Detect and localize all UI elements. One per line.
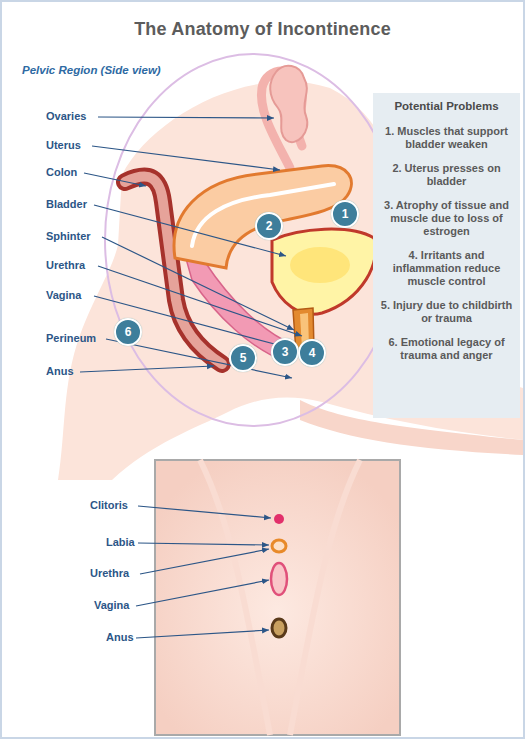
external-contour xyxy=(200,460,360,735)
bladder-fill xyxy=(290,247,350,283)
part-label: Sphinter xyxy=(46,230,91,243)
body-silhouette xyxy=(58,81,523,480)
part-label: Anus xyxy=(106,631,134,644)
leader-line xyxy=(94,296,282,346)
problem-item: 6. Emotional legacy of trauma and anger xyxy=(377,336,516,362)
callout-number: 1 xyxy=(342,207,349,221)
leader-group xyxy=(80,117,302,638)
leader-line xyxy=(136,580,269,606)
callout-circle: 1 xyxy=(331,200,359,228)
part-label: Perineum xyxy=(46,332,96,345)
leader-line xyxy=(102,237,294,330)
problem-item: 2. Uterus presses on bladder xyxy=(377,162,516,188)
leader-line xyxy=(80,366,214,372)
diagram-title: The Anatomy of Incontinence xyxy=(0,19,525,40)
ovary xyxy=(270,66,307,142)
fallopian-tube xyxy=(261,71,302,168)
urethral-opening xyxy=(272,540,286,552)
leader-line xyxy=(94,205,286,256)
problem-item: 3. Atrophy of tissue and muscle due to l… xyxy=(377,199,516,238)
part-label: Clitoris xyxy=(90,499,128,512)
callout-number: 2 xyxy=(266,219,273,233)
part-label: Urethra xyxy=(90,567,129,580)
part-label: Vagina xyxy=(94,599,129,612)
callout-number: 6 xyxy=(125,325,132,339)
callout-circle: 2 xyxy=(255,212,283,240)
bladder xyxy=(272,229,376,314)
callout-circle: 3 xyxy=(271,338,299,366)
external-view-panel xyxy=(155,460,400,735)
pelvic-ellipse xyxy=(105,54,401,426)
part-label: Urethra xyxy=(46,259,85,272)
callout-number: 4 xyxy=(309,346,316,360)
callout-circle: 4 xyxy=(298,339,326,367)
part-label: Anus xyxy=(46,365,74,378)
leader-line xyxy=(138,543,269,545)
leader-line xyxy=(98,117,274,118)
leader-line xyxy=(84,173,146,186)
problem-item: 5. Injury due to childbirth or trauma xyxy=(377,299,516,325)
leader-line xyxy=(140,549,269,574)
clitoris-dot xyxy=(274,514,284,524)
problems-panel: Potential Problems 1. Muscles that suppor… xyxy=(373,93,520,418)
part-label: Labia xyxy=(106,536,135,549)
anus-ring xyxy=(272,619,286,637)
leader-line xyxy=(138,506,271,518)
leader-line xyxy=(106,339,292,378)
vaginal-opening xyxy=(271,563,287,595)
callout-circle: 6 xyxy=(114,318,142,346)
callout-number: 3 xyxy=(282,345,289,359)
part-label: Bladder xyxy=(46,198,87,211)
panel-heading: Potential Problems xyxy=(377,99,516,113)
part-label: Vagina xyxy=(46,289,81,302)
callout-number: 5 xyxy=(240,351,247,365)
callout-circle: 5 xyxy=(229,344,257,372)
problem-item: 4. Irritants and inflammation reduce mus… xyxy=(377,249,516,288)
leader-line xyxy=(92,146,280,170)
problem-item: 1. Muscles that support bladder weaken xyxy=(377,125,516,151)
part-label: Uterus xyxy=(46,139,81,152)
uterus xyxy=(174,166,351,268)
part-label: Colon xyxy=(46,166,77,179)
leader-line xyxy=(136,630,269,638)
section-label: Pelvic Region (Side view) xyxy=(22,64,161,77)
part-label: Ovaries xyxy=(46,110,86,123)
uterine-cavity xyxy=(192,184,334,246)
